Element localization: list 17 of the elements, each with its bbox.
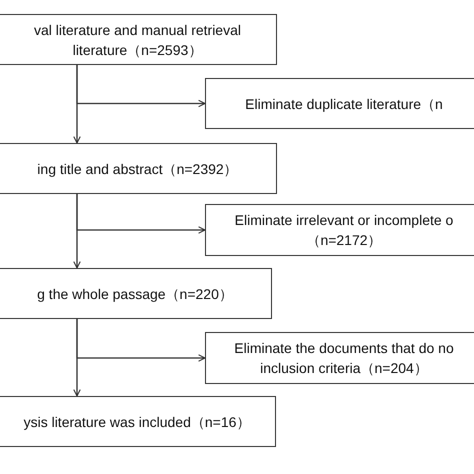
box-text: ing title and abstract（n=2392） (36, 160, 239, 178)
box-text: val literature and manual retrieval literature（n=2593） (33, 20, 242, 60)
box-text: Eliminate irrelevant or incomplete o （n=2172） (234, 211, 454, 250)
process-box (205, 332, 474, 384)
arrow (76, 65, 206, 108)
box-text: ysis literature was included（n=16） (22, 412, 252, 432)
process-box (0, 143, 277, 194)
process-box (0, 14, 277, 65)
process-box (0, 268, 272, 319)
box-text: Eliminate the documents that do no inclusion criteria（n=204） (233, 339, 455, 378)
process-box (205, 78, 474, 129)
process-box (205, 204, 474, 256)
process-box (0, 396, 276, 447)
arrow (76, 319, 206, 362)
box-text: g the whole passage（n=220） (36, 284, 234, 304)
arrow (76, 194, 206, 234)
box-text: Eliminate duplicate literature（n (244, 94, 444, 114)
